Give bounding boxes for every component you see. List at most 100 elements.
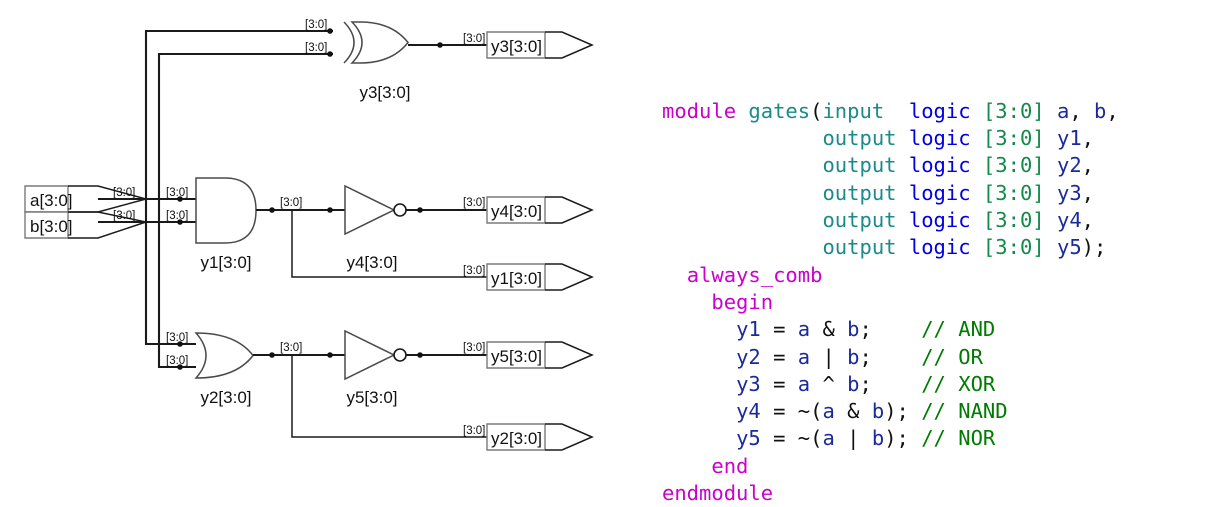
output-port-y5[interactable]: y5[3:0] xyxy=(486,341,594,369)
output-port-y2[interactable]: y2[3:0] xyxy=(486,423,594,451)
code-token: b xyxy=(1094,98,1107,123)
code-token: = xyxy=(760,344,798,369)
bus-label-y1-out: [3:0] xyxy=(463,265,485,277)
code-token: a xyxy=(797,317,811,342)
junction-dot xyxy=(327,28,333,34)
code-token xyxy=(971,99,983,123)
code-token: y4 xyxy=(736,399,761,424)
code-token xyxy=(662,399,736,423)
code-token xyxy=(872,372,921,396)
code-token: , xyxy=(1081,153,1095,178)
code-token xyxy=(1045,235,1057,259)
code-token: a xyxy=(797,371,811,396)
code-token xyxy=(884,99,909,123)
code-line: y4 = ~(a & b); // NAND xyxy=(662,398,1202,425)
code-token xyxy=(897,153,909,177)
and-gate-y1[interactable] xyxy=(195,177,257,244)
code-token xyxy=(1045,99,1057,123)
junction-dot xyxy=(327,51,333,57)
code-line: module gates(input logic [3:0] a, b, xyxy=(662,98,1202,125)
gate-label-y2: y2[3:0] xyxy=(200,388,251,407)
code-token: ^ xyxy=(810,371,848,396)
code-token xyxy=(662,126,822,150)
systemverilog-code-block[interactable]: module gates(input logic [3:0] a, b, out… xyxy=(662,16,1202,507)
code-token: begin xyxy=(711,289,774,314)
code-token: a xyxy=(1057,98,1070,123)
bus-label-xor-out: [3:0] xyxy=(463,33,485,45)
code-token: gates xyxy=(748,98,811,123)
code-token: = xyxy=(760,426,798,451)
bus-label-not4-out: [3:0] xyxy=(463,197,485,209)
code-line: output logic [3:0] y3, xyxy=(662,180,1202,207)
code-token: , xyxy=(1081,208,1095,233)
junction-dot xyxy=(269,352,275,358)
junction-dot xyxy=(177,364,183,370)
code-token: ; xyxy=(859,317,872,342)
code-token xyxy=(971,153,983,177)
output-port-y3-label: y3[3:0] xyxy=(491,37,542,56)
code-token xyxy=(662,235,822,259)
junction-dot xyxy=(269,207,275,213)
code-token: b xyxy=(847,317,860,342)
input-port-b-label: b[3:0] xyxy=(30,217,73,236)
code-token xyxy=(1045,153,1057,177)
code-token: input xyxy=(822,98,885,123)
code-token xyxy=(662,317,736,341)
code-token: a xyxy=(822,399,835,424)
code-token: // AND xyxy=(921,317,996,342)
code-token xyxy=(662,290,711,314)
bus-label-and-in-b: [3:0] xyxy=(166,210,188,222)
code-token: , xyxy=(1106,98,1119,123)
code-token: & xyxy=(810,317,848,342)
bus-trunk-b-down xyxy=(157,222,196,369)
not-gate-y5[interactable] xyxy=(344,329,407,381)
bus-label-and-out: [3:0] xyxy=(280,197,302,209)
code-line: output logic [3:0] y5); xyxy=(662,234,1202,261)
input-port-b[interactable]: b[3:0] xyxy=(24,211,149,239)
code-token: | xyxy=(810,344,848,369)
code-token: ; xyxy=(859,344,872,369)
bus-label-or-in-a: [3:0] xyxy=(166,332,188,344)
code-token: y2 xyxy=(736,344,761,369)
junction-dot xyxy=(177,219,183,225)
code-token xyxy=(897,181,909,205)
output-port-y4[interactable]: y4[3:0] xyxy=(486,196,594,224)
xor-gate-y3[interactable] xyxy=(343,21,409,64)
code-token xyxy=(897,235,909,259)
code-token: b xyxy=(847,344,860,369)
code-token: a xyxy=(797,344,811,369)
code-token: = xyxy=(760,317,798,342)
code-token: ; xyxy=(859,371,872,396)
output-port-y1[interactable]: y1[3:0] xyxy=(486,263,594,291)
code-token: y3 xyxy=(736,371,761,396)
code-token: ); xyxy=(884,399,909,424)
code-token: logic xyxy=(908,126,971,151)
code-token: y1 xyxy=(736,317,761,342)
not-gate-y4[interactable] xyxy=(344,184,407,236)
bus-label-y2-out: [3:0] xyxy=(463,425,485,437)
code-token xyxy=(662,454,711,478)
code-token: ); xyxy=(884,426,909,451)
code-token: y3 xyxy=(1056,180,1082,205)
code-token: logic xyxy=(908,235,971,260)
bus-label-or-in-b: [3:0] xyxy=(166,355,188,367)
code-token xyxy=(662,345,736,369)
code-token xyxy=(897,208,909,232)
code-token: y5 xyxy=(736,426,761,451)
output-port-y3[interactable]: y3[3:0] xyxy=(486,31,594,59)
code-token xyxy=(971,208,983,232)
output-port-y2-label: y2[3:0] xyxy=(491,429,542,448)
gate-label-y3: y3[3:0] xyxy=(359,83,410,102)
or-gate-y2[interactable] xyxy=(194,332,254,379)
code-token: [3:0] xyxy=(982,235,1045,260)
code-token: [3:0] xyxy=(982,98,1045,123)
code-token xyxy=(662,263,687,287)
screenshot-root: a[3:0] b[3:0] [3:0] [3:0] [3:0] [3:0] xyxy=(24,19,1119,505)
bus-label-in-a-left: [3:0] xyxy=(113,187,135,199)
code-line: output logic [3:0] y1, xyxy=(662,125,1202,152)
code-token: = xyxy=(760,399,798,424)
code-line: y1 = a & b; // AND xyxy=(662,316,1202,343)
code-line: begin xyxy=(662,289,1202,316)
code-token xyxy=(662,426,736,450)
code-token: y2 xyxy=(1056,153,1082,178)
